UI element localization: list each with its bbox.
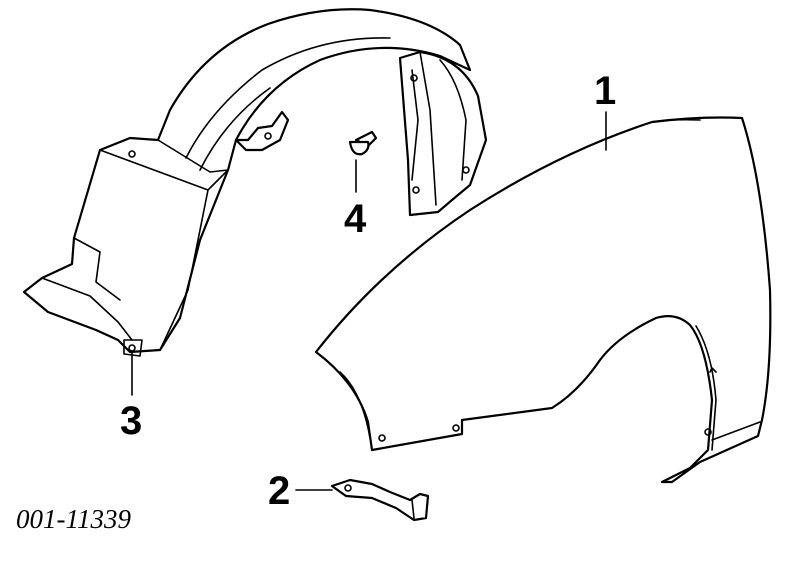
catalog-part-number: 001-11339 xyxy=(16,504,131,534)
clip-part xyxy=(348,130,378,156)
callout-number-2: 2 xyxy=(268,469,290,513)
fender-part xyxy=(314,116,772,484)
callout-number-4: 4 xyxy=(344,197,367,241)
liner-rear-section xyxy=(398,50,488,217)
leader-lines xyxy=(131,111,607,491)
splash-shield-part xyxy=(22,8,472,357)
callout-number-1: 1 xyxy=(594,69,616,113)
bracket-part xyxy=(330,478,430,522)
callout-number-3: 3 xyxy=(120,399,142,443)
